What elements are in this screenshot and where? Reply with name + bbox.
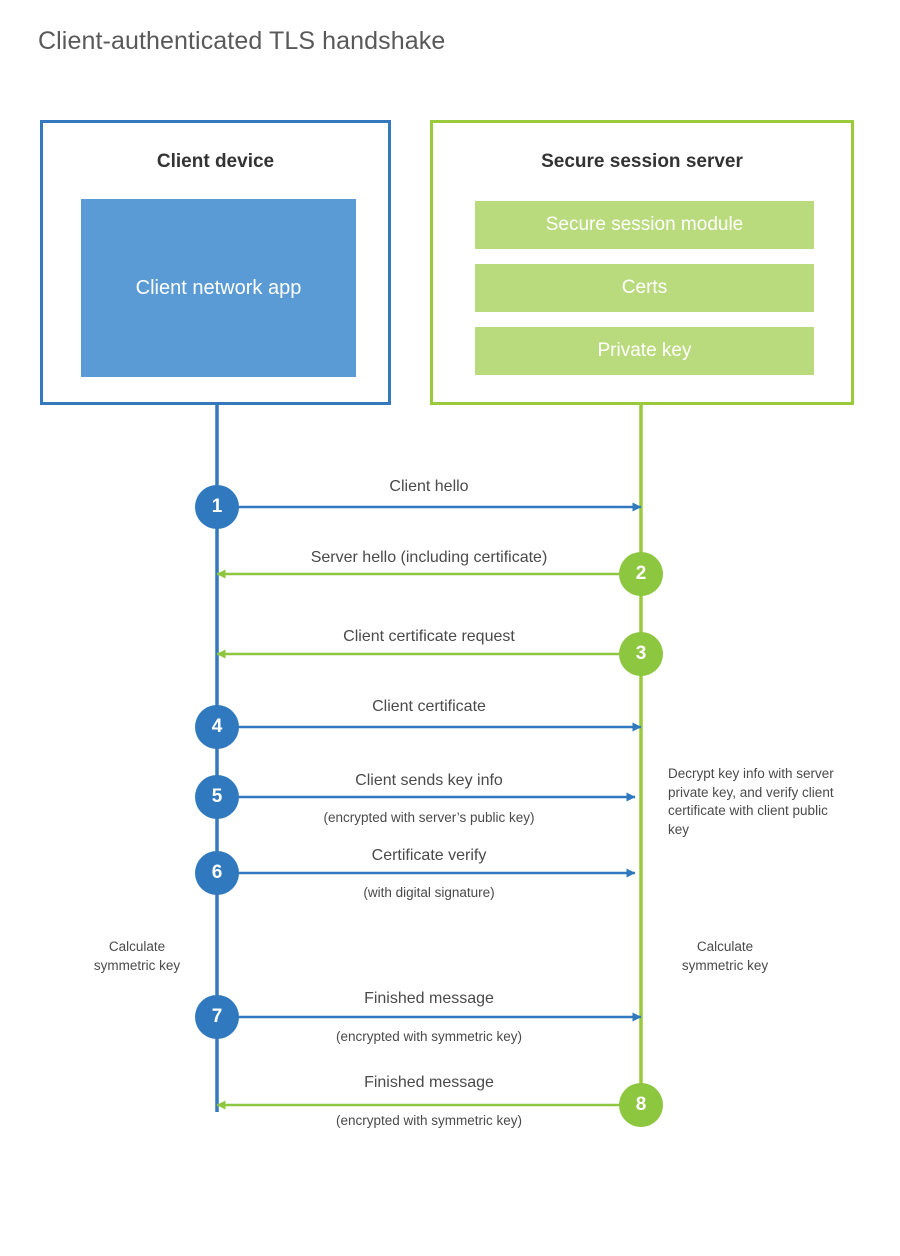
client-device-title: Client device [156, 151, 275, 172]
message-label-8: Finished message [364, 1074, 494, 1091]
message-sublabel-7: (encrypted with symmetric key) [335, 1029, 523, 1044]
secure-session-server-box: Secure session server Secure session mod… [430, 120, 854, 405]
step-circle-7[interactable]: 7 [195, 995, 239, 1039]
message-label-7: Finished message [364, 990, 494, 1007]
step-circle-8[interactable]: 8 [619, 1083, 663, 1127]
server-decrypt-note: Decrypt key info with server private key… [668, 766, 834, 837]
step-circle-5[interactable]: 5 [195, 775, 239, 819]
step-circle-4[interactable]: 4 [195, 705, 239, 749]
client-device-box: Client device Client network app [40, 120, 391, 405]
server-calculate-note-line1: Calculate [696, 939, 754, 954]
client-calculate-note-line2: symmetric key [93, 957, 181, 973]
message-label-6: Certificate verify [371, 847, 487, 864]
message-sublabel-8: (encrypted with symmetric key) [335, 1113, 523, 1128]
step-circle-3[interactable]: 3 [619, 632, 663, 676]
server-calculate-note: Calculate symmetric key [650, 938, 800, 975]
message-label-1: Client hello [389, 478, 469, 495]
step-circle-1[interactable]: 1 [195, 485, 239, 529]
server-calculate-note-line2: symmetric key [681, 957, 769, 973]
message-label-3: Client certificate request [343, 628, 515, 645]
server-block-secure-session-module: Secure session module [475, 201, 814, 249]
client-network-app-block: Client network app [81, 199, 356, 377]
message-label-4: Client certificate [372, 698, 486, 715]
message-sublabel-6: (with digital signature) [363, 885, 495, 900]
server-block-certs: Certs [475, 264, 814, 312]
message-label-5: Client sends key info [355, 772, 503, 789]
message-label-2: Server hello (including certificate) [310, 549, 548, 566]
page-title: Client-authenticated TLS handshake [38, 27, 446, 55]
message-sublabel-5: (encrypted with server’s public key) [323, 810, 535, 825]
server-block-private-key: Private key [475, 327, 814, 375]
step-circle-2[interactable]: 2 [619, 552, 663, 596]
step-circle-6[interactable]: 6 [195, 851, 239, 895]
secure-session-server-title: Secure session server [541, 151, 743, 172]
client-calculate-note-line1: Calculate [108, 939, 166, 954]
client-calculate-note: Calculate symmetric key [62, 938, 212, 975]
